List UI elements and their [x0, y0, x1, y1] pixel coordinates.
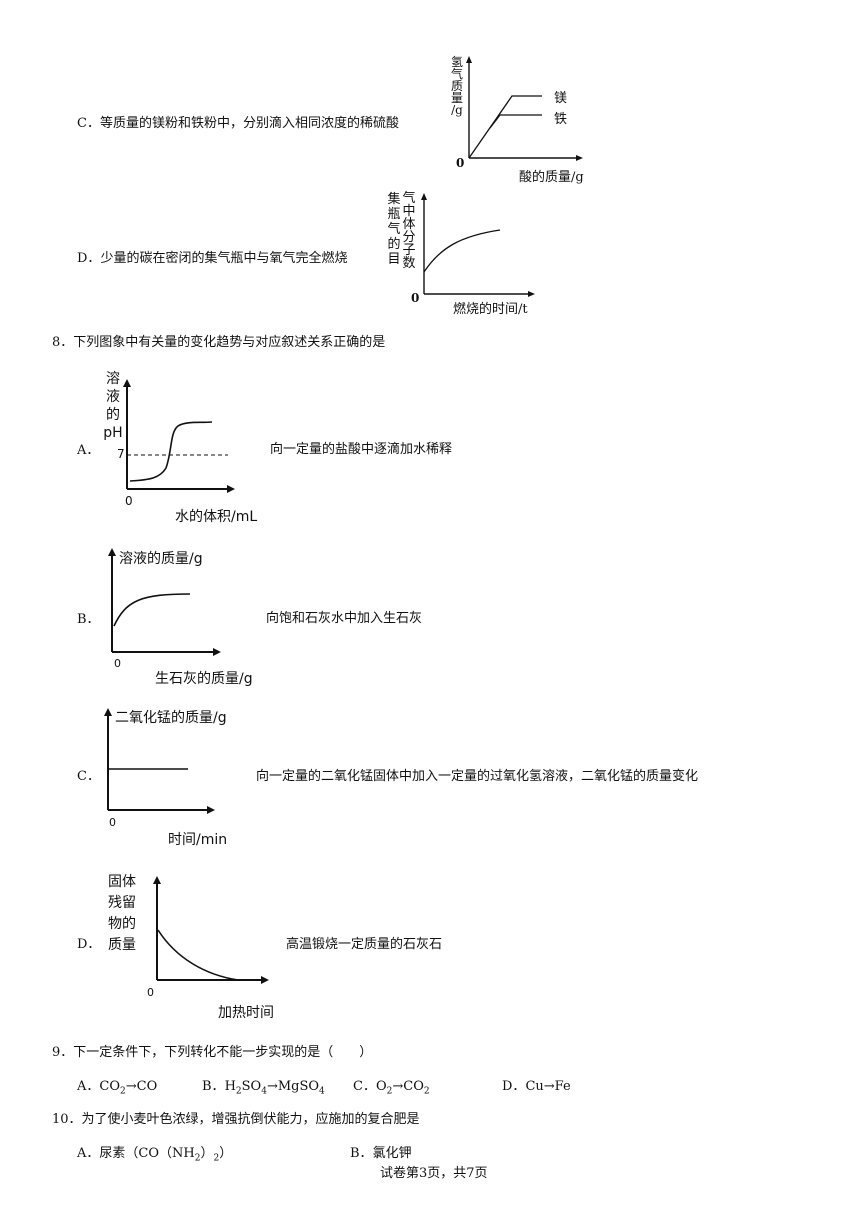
q8a-letter: A．: [77, 443, 100, 458]
q8a-y-tick-7: 7: [117, 447, 125, 461]
x-axis-arrow: [528, 291, 535, 297]
q8c-x-axis-label: 时间/min: [168, 832, 228, 848]
q8c-letter: C．: [77, 769, 100, 784]
q9-option-a: A．CO2→CO: [77, 1079, 158, 1097]
q8d-letter: D．: [77, 937, 101, 952]
question-number: 8．: [52, 335, 74, 350]
q7c-x-axis-label: 酸的质量/g: [519, 170, 584, 185]
question-text: 为了使小麦叶色浓绿，增强抗倒伏能力，应施加的复合肥是: [81, 1112, 420, 1127]
x-axis-arrow: [213, 648, 221, 656]
q10-question: 10．为了使小麦叶色浓绿，增强抗倒伏能力，应施加的复合肥是: [52, 1108, 420, 1127]
q7d-x-axis-label: 燃烧的时间/t: [453, 302, 528, 317]
x-axis-arrow: [261, 976, 269, 984]
q9-option-d: D．Cu→Fe: [502, 1079, 571, 1094]
y-axis-arrow: [153, 876, 161, 884]
q7c-legend-mg: 镁: [554, 91, 568, 106]
q8a-origin: 0: [125, 494, 133, 508]
y-axis-arrow: [104, 708, 112, 716]
q7c-y-axis-label: 氢气质量/g: [450, 55, 463, 117]
question-text: 下一定条件下，下列转化不能一步实现的是（ ）: [73, 1045, 373, 1060]
series-mg-line: [468, 95, 542, 159]
question-number: 10．: [52, 1112, 82, 1127]
q8-question: 8．下列图象中有关量的变化趋势与对应叙述关系正确的是: [52, 331, 385, 350]
page-footer: 试卷第3页，共7页: [380, 1166, 488, 1181]
x-axis-arrow: [207, 806, 215, 814]
option-text: 等质量的镁粉和铁粉中，分别滴入相同浓度的稀硫酸: [99, 116, 399, 131]
q7d-y-axis-label-col2: 气中体分子数: [402, 191, 416, 271]
y-axis-arrow: [108, 548, 116, 556]
q7d-y-axis-label-col1: 集瓶气的目: [387, 192, 401, 267]
q8d-description: 高温锻烧一定质量的石灰石: [286, 937, 443, 952]
y-axis-arrow: [123, 379, 131, 387]
q7-option-d: D．少量的碳在密闭的集气瓶中与氧气完全燃烧: [77, 247, 347, 266]
option-text: 少量的碳在密闭的集气瓶中与氧气完全燃烧: [100, 251, 348, 266]
q8b-x-axis-label: 生石灰的质量/g: [155, 671, 253, 687]
y-axis-arrow: [466, 56, 472, 63]
q8b-origin: 0: [114, 657, 121, 670]
q8b-description: 向饱和石灰水中加入生石灰: [266, 611, 423, 626]
q8c-y-axis-label: 二氧化锰的质量/g: [115, 710, 227, 726]
q8c-description: 向一定量的二氧化锰固体中加入一定量的过氧化氢溶液，二氧化锰的质量变化: [256, 769, 699, 784]
curve: [113, 593, 191, 627]
q8b-letter: B．: [77, 612, 100, 627]
q7c-legend-fe: 铁: [554, 112, 568, 127]
option-letter: D．: [77, 251, 101, 266]
q8d-origin: 0: [147, 986, 154, 999]
q9-option-b: B．H2SO4→MgSO4: [202, 1079, 325, 1097]
q8b-y-axis-label: 溶液的质量/g: [119, 551, 203, 567]
q10-option-a: A．尿素（CO（NH2）2）: [77, 1146, 233, 1164]
curve: [423, 229, 501, 273]
x-axis-arrow: [576, 155, 583, 161]
y-axis-arrow: [421, 193, 427, 200]
q9-option-c: C．O2→CO2: [353, 1079, 430, 1097]
question-text: 下列图象中有关量的变化趋势与对应叙述关系正确的是: [73, 335, 386, 350]
q9-question: 9．下一定条件下，下列转化不能一步实现的是（ ）: [52, 1041, 372, 1060]
q7-option-c: C．等质量的镁粉和铁粉中，分别滴入相同浓度的稀硫酸: [77, 112, 399, 131]
option-letter: C．: [77, 116, 100, 131]
ph-curve: [129, 421, 213, 482]
q8a-x-axis-label: 水的体积/mL: [175, 509, 258, 525]
series-fe-line: [489, 114, 542, 129]
question-number: 9．: [52, 1045, 74, 1060]
q8d-x-axis-label: 加热时间: [218, 1005, 274, 1021]
q8c-origin: 0: [109, 816, 116, 829]
q8d-y-axis-label: 固体残留物的质量: [108, 874, 136, 953]
q10-option-b: B．氯化钾: [350, 1146, 412, 1161]
q7c-origin: 0: [456, 156, 465, 170]
decay-curve: [157, 929, 239, 981]
q7d-origin: 0: [411, 291, 420, 305]
q8a-description: 向一定量的盐酸中逐滴加水稀释: [270, 442, 453, 457]
x-axis-arrow: [227, 485, 235, 493]
